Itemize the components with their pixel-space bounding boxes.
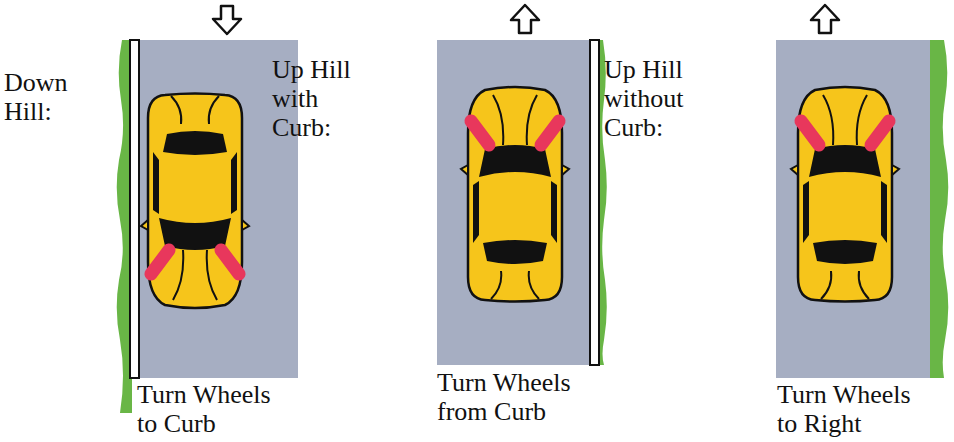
instruction-label: Turn Wheels to Right xyxy=(777,380,927,438)
grass-strip xyxy=(930,40,948,378)
road xyxy=(437,40,592,365)
situation-label: Up Hill without Curb: xyxy=(604,55,708,142)
instruction-label: Turn Wheels to Curb xyxy=(137,380,287,438)
up-arrow xyxy=(511,5,539,33)
instruction-label: Turn Wheels from Curb xyxy=(437,368,587,426)
road xyxy=(776,40,932,378)
curb xyxy=(130,40,139,378)
down-arrow xyxy=(213,6,241,34)
situation-label: Down Hill: xyxy=(4,68,104,126)
up-arrow xyxy=(811,5,839,33)
curb xyxy=(590,40,599,365)
situation-label: Up Hill with Curb: xyxy=(272,55,372,142)
